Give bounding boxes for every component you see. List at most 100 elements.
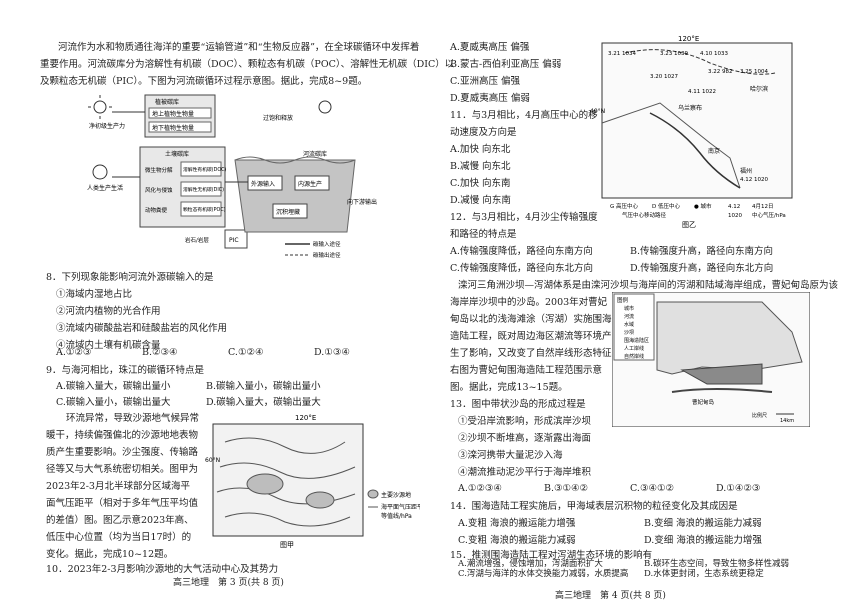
- intro2-line: 面气压距平（相对于多年气压平均值: [46, 498, 199, 509]
- q13-item: ①受沿岸流影响，形成滨岸沙坝: [458, 416, 592, 427]
- fig-jia-legend1: 主要沙源地: [381, 491, 411, 499]
- fig-yi-lat: 40°N: [590, 108, 605, 115]
- intro2-line: 质产生重要影响。沙尘强度、传输路: [46, 447, 199, 458]
- q13-option-d[interactable]: D.①④②③: [716, 483, 761, 494]
- q13-option-c[interactable]: C.③④①②: [630, 483, 675, 494]
- footer-page-3: 高三地理 第 3 页(共 8 页): [173, 578, 284, 588]
- q8-option-a[interactable]: A.①②③: [56, 347, 92, 358]
- dic-label: 溶解性无机碳(DIC): [183, 186, 224, 193]
- legend-city: ● 城市: [694, 202, 712, 210]
- inner-prod-label: 内源生产: [298, 180, 322, 188]
- q8-stem: 8．下列现象能影响河流外源碳输入的是: [46, 272, 214, 283]
- q10-option-a[interactable]: A.夏威夷高压 偏强: [450, 42, 530, 53]
- right-page: A.夏威夷高压 偏强 B.蒙古-西伯利亚高压 偏弱 C.亚洲高压 偏强 D.夏威…: [430, 0, 860, 607]
- q8-option-d[interactable]: D.①③④: [314, 347, 350, 358]
- intro2-line: 暖干，持续偏强偏北的沙源地地表物: [46, 430, 199, 441]
- q9-option-d[interactable]: D.碳输入量大，碳输出量大: [206, 397, 321, 408]
- q11-option-a[interactable]: A.加快 向东北: [450, 144, 511, 155]
- q9-option-b[interactable]: B.碳输入量小，碳输出量小: [206, 381, 321, 392]
- figure-jia: 120°E 60°N 图甲 主要沙源地 海平面气压距平 等值线/hPa: [205, 414, 420, 549]
- human-icon: [92, 164, 108, 180]
- q12-stem-2: 和路径的特点是: [450, 229, 517, 240]
- q10-option-d[interactable]: D.夏威夷高压 偏弱: [450, 93, 530, 104]
- legend-date: 4.12: [728, 204, 740, 210]
- q12-option-a[interactable]: A.传输强度降低，路径向东南方向: [450, 246, 593, 257]
- q9-option-c[interactable]: C.碳输入量小，碳输出量大: [56, 397, 171, 408]
- plant-box-title: 植被碳库: [155, 98, 179, 106]
- figure-caofeidian: 图例 城市 河流 水域 沙坝 围海造陆区 人工岸线 自然岸线 曹妃甸岛 比例尺 …: [612, 292, 810, 427]
- sun-icon: [88, 95, 112, 119]
- station-label: 4.12 1020: [740, 177, 768, 183]
- intro2-line: 的差值）图。图乙示意2023年高、: [46, 515, 194, 526]
- legend-value-label: 中心气压/hPa: [752, 211, 786, 219]
- footer-page-4: 高三地理 第 4 页(共 8 页): [555, 591, 666, 601]
- cfd-legend-item: 围海造陆区: [624, 337, 649, 344]
- q15-option-c[interactable]: C.泻湖与海洋的水体交换能力减弱，水质提高: [458, 569, 629, 579]
- station-label: 3.20 1027: [650, 74, 678, 80]
- q8-item: ②河流内植物的光合作用: [56, 306, 161, 317]
- q14-option-a[interactable]: A.变粗 海浪的搬运能力增强: [458, 518, 576, 529]
- sediment-label: 沉积埋藏: [276, 208, 300, 216]
- q12-option-b[interactable]: B.传输强度升高，路径向东南方向: [630, 246, 774, 257]
- q12-option-d[interactable]: D.传输强度升高，路径向东北方向: [630, 263, 774, 274]
- human-label: 人类生产生活: [87, 184, 123, 192]
- intro2-line: 2023年2-3月北半球部分区域海平: [46, 481, 190, 492]
- rock-label: 岩石/岩层: [185, 236, 209, 244]
- pressure-path-march: [624, 49, 776, 75]
- q13-option-b[interactable]: B.③①④②: [544, 483, 589, 494]
- city-label: 南京: [708, 147, 720, 155]
- q11-option-b[interactable]: B.减慢 向东北: [450, 161, 511, 172]
- q12-stem-1: 12．与3月相比，4月沙尘传输强度: [450, 212, 598, 223]
- legend-path: 气压中心移动路径: [622, 211, 667, 219]
- q14-stem: 14．围海造陆工程实施后，甲海域表层沉积物的粒径变化及其成因是: [450, 501, 738, 512]
- cfd-scale: 比例尺: [752, 412, 767, 419]
- q11-option-d[interactable]: D.减慢 向东南: [450, 195, 511, 206]
- pressure-path-april: [649, 112, 741, 189]
- intro3-line: 图。据此，完成13~15题。: [450, 382, 568, 393]
- figure-yi: 120°E 3.21 1034 3.23 1039 3.20 1027 4.10…: [590, 35, 793, 228]
- q15-option-b[interactable]: B.碳环生态空间，导致生物多样性减弱: [644, 559, 789, 569]
- q8-option-b[interactable]: B.②③④: [142, 347, 178, 358]
- intro2-line: 环流异常，导致沙源地气候异常: [66, 413, 200, 424]
- q15-option-a[interactable]: A.潮流增强，侵蚀增加，泻湖面积扩大: [458, 559, 603, 569]
- cfd-legend-item: 自然岸线: [624, 353, 644, 360]
- soil-box-title: 土壤碳库: [165, 150, 189, 158]
- cfd-legend-title: 图例: [617, 296, 629, 304]
- intro3-line: 生了影响，又改变了自然岸线形态特征。: [450, 348, 622, 359]
- sand-island: [671, 388, 773, 393]
- animal-label: 动物粪便: [145, 206, 168, 214]
- legend-g: G 高压中心: [610, 202, 639, 210]
- q8-option-c[interactable]: C.①②④: [228, 347, 264, 358]
- city-label: 乌兰察布: [678, 104, 702, 112]
- q11-option-c[interactable]: C.加快 向东南: [450, 178, 511, 189]
- q10-option-c[interactable]: C.亚洲高压 偏强: [450, 76, 520, 87]
- q14-option-c[interactable]: C.变粗 海浪的搬运能力减弱: [458, 535, 576, 546]
- cfd-scale-value: 14km: [780, 418, 794, 424]
- q14-option-b[interactable]: B.变细 海浪的搬运能力减弱: [644, 518, 762, 529]
- legend-out: 碳输出途径: [313, 251, 341, 259]
- station-label: 4.10 1033: [700, 51, 728, 57]
- station-label: 3.21 1034: [608, 51, 636, 57]
- station-label: 3.22 982: [708, 69, 733, 75]
- q10-option-b[interactable]: B.蒙古-西伯利亚高压 偏弱: [450, 59, 562, 70]
- q9-option-a[interactable]: A.碳输入量大，碳输出量小: [56, 381, 171, 392]
- q13-option-a[interactable]: A.①②③④: [458, 483, 502, 494]
- fig-jia-legend3: 等值线/hPa: [381, 512, 412, 520]
- q9-stem: 9．与海河相比，珠江的碳循环特点是: [46, 365, 205, 376]
- doc-label: 溶解性有机碳(DOC): [183, 166, 226, 173]
- fig-jia-legend2: 海平面气压距平: [381, 503, 420, 511]
- legend-in: 碳输入途径: [313, 240, 341, 248]
- q15-option-d[interactable]: D.水体更封闭，生态系统更稳定: [644, 569, 764, 579]
- station-label: 3.23 1039: [660, 51, 688, 57]
- q12-option-c[interactable]: C.传输强度降低，路径向东北方向: [450, 263, 593, 274]
- intro-line-2: 重要作用。河流碳库分为溶解性有机碳（DOC）、颗粒态有机碳（POC）、溶解性无机…: [40, 59, 455, 70]
- cfd-place: 曹妃甸岛: [692, 398, 715, 406]
- river-basin: [234, 159, 356, 233]
- cfd-legend-item: 人工岸线: [624, 345, 644, 352]
- intro-line-1: 河流作为水和物质通往海洋的重要“运输管道”和“生物反应器”，在全球碳循环中发挥着: [58, 42, 420, 53]
- poc-label: 颗粒态有机碳(POC): [183, 206, 226, 213]
- pic-box: [224, 229, 248, 249]
- q14-option-d[interactable]: D.变细 海浪的搬运能力增强: [644, 535, 762, 546]
- pic-label: PIC: [229, 237, 239, 244]
- reclamation-area: [680, 363, 763, 385]
